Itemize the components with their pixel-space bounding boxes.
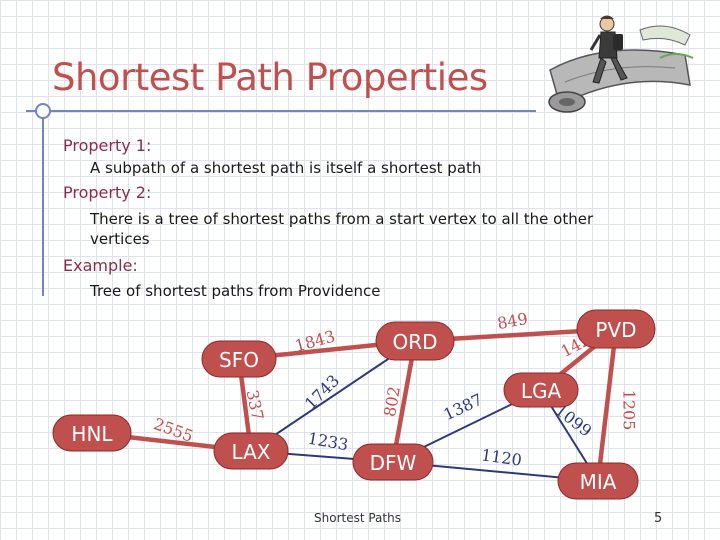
graph-node-label: LGA bbox=[521, 379, 562, 403]
graph-node-label: LAX bbox=[232, 440, 271, 464]
edge-weight-label: 1205 bbox=[620, 390, 639, 431]
graph-node-label: MIA bbox=[580, 470, 617, 494]
footer-title: Shortest Paths bbox=[314, 511, 401, 525]
edge-weight-label: 1387 bbox=[441, 390, 486, 424]
graph-node-label: PVD bbox=[595, 318, 636, 342]
graph-node-label: HNL bbox=[71, 422, 113, 446]
page-number: 5 bbox=[654, 511, 662, 526]
edge-weight-label: 1233 bbox=[306, 429, 349, 455]
edge-weight-label: 849 bbox=[496, 309, 529, 333]
graph-node-label: ORD bbox=[392, 330, 437, 354]
edge-weight-label: 1743 bbox=[301, 371, 343, 413]
graph-node-label: DFW bbox=[370, 451, 417, 475]
graph-node-label: SFO bbox=[219, 348, 259, 372]
edge-weight-label: 1120 bbox=[480, 445, 523, 469]
graph-edge-pvd-mia bbox=[598, 329, 616, 481]
